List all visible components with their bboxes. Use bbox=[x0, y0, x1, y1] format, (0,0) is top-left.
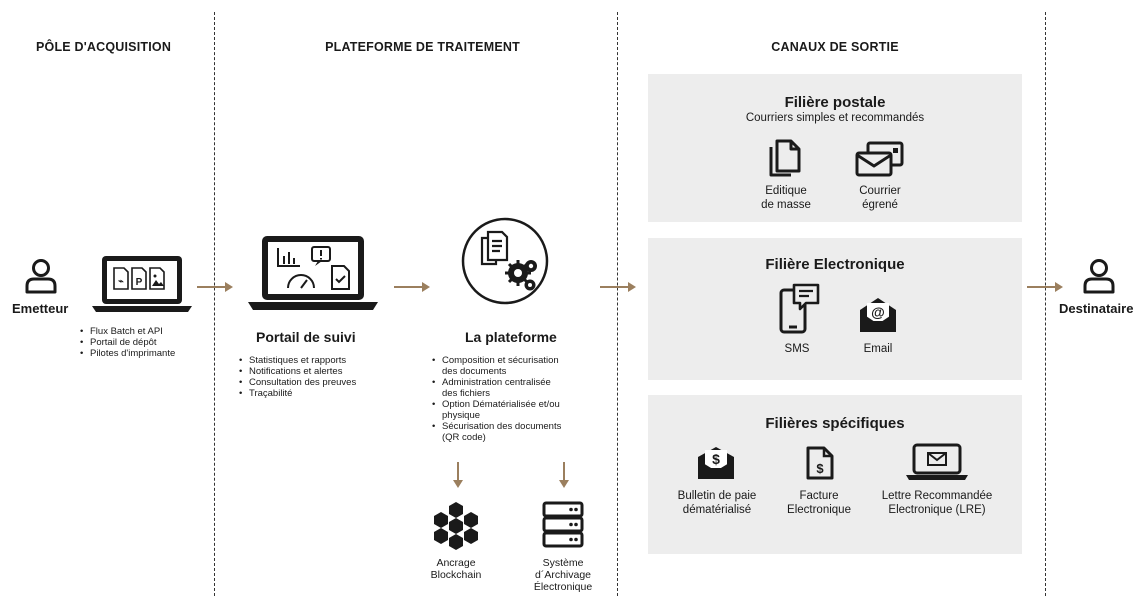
list-item: Pilotes d'imprimante bbox=[78, 348, 175, 359]
laptop-mail-icon bbox=[906, 443, 968, 481]
documents-copy-icon bbox=[768, 138, 802, 178]
list-item: Notifications et alertes bbox=[237, 366, 356, 377]
flow-arrow-1 bbox=[197, 282, 233, 292]
envelope-at-icon: @ bbox=[858, 296, 898, 334]
laptop-documents-icon: ⌁ P bbox=[92, 254, 192, 316]
panel-electronic: Filière Electronique SMS @ Email bbox=[648, 238, 1022, 380]
svg-text:@: @ bbox=[871, 304, 885, 320]
electronic-item-sms: SMS bbox=[784, 343, 810, 355]
list-item: Statistiques et rapports bbox=[237, 355, 356, 366]
svg-text:$: $ bbox=[712, 451, 720, 467]
column-title-processing: PLATEFORME DE TRAITEMENT bbox=[325, 40, 520, 54]
divider-1 bbox=[214, 12, 215, 596]
recipient-label: Destinataire bbox=[1059, 301, 1134, 316]
divider-3 bbox=[1045, 12, 1046, 596]
column-title-output: CANAUX DE SORTIE bbox=[771, 40, 899, 54]
platform-gears-icon bbox=[460, 216, 550, 306]
emitter-person-icon bbox=[24, 258, 58, 294]
laptop-dashboard-icon bbox=[248, 234, 378, 314]
portal-bullets: Statistiques et rapports Notifications e… bbox=[237, 355, 356, 399]
svg-text:⌁: ⌁ bbox=[118, 276, 124, 286]
electronic-item-email: Email bbox=[863, 343, 893, 355]
panel-postal-title: Filière postale bbox=[784, 94, 886, 111]
flow-arrow-4 bbox=[1027, 282, 1063, 292]
flow-arrow-3 bbox=[600, 282, 636, 292]
down-arrow-archive bbox=[559, 462, 569, 488]
list-item: Sécurisation des documents(QR code) bbox=[430, 421, 561, 443]
portal-title: Portail de suivi bbox=[256, 329, 356, 345]
blockchain-cubes-icon bbox=[432, 500, 480, 550]
list-item: Portail de dépôt bbox=[78, 337, 175, 348]
list-item: Traçabilité bbox=[237, 388, 356, 399]
panel-postal-subtitle: Courriers simples et recommandés bbox=[745, 112, 925, 124]
flow-arrow-2 bbox=[394, 282, 430, 292]
platform-title: La plateforme bbox=[465, 329, 557, 345]
list-item: Flux Batch et API bbox=[78, 326, 175, 337]
recipient-person-icon bbox=[1082, 258, 1116, 294]
column-title-acquisition: PÔLE D'ACQUISITION bbox=[36, 40, 172, 54]
list-item: Consultation des preuves bbox=[237, 377, 356, 388]
emitter-label: Emetteur bbox=[12, 301, 69, 316]
panel-postal: Filière postale Courriers simples et rec… bbox=[648, 74, 1022, 222]
down-arrow-blockchain bbox=[453, 462, 463, 488]
svg-text:$: $ bbox=[816, 461, 824, 476]
invoice-icon: $ bbox=[805, 445, 835, 481]
divider-2 bbox=[617, 12, 618, 596]
pay-envelope-icon: $ bbox=[696, 445, 736, 481]
panel-specific-title: Filières spécifiques bbox=[765, 415, 905, 432]
svg-text:P: P bbox=[136, 277, 143, 288]
server-stack-icon bbox=[541, 500, 585, 550]
mail-envelope-icon bbox=[854, 140, 906, 178]
panel-electronic-title: Filière Electronique bbox=[765, 256, 905, 273]
smartphone-message-icon bbox=[778, 282, 822, 334]
emitter-bullets: Flux Batch et API Portail de dépôt Pilot… bbox=[78, 326, 175, 359]
